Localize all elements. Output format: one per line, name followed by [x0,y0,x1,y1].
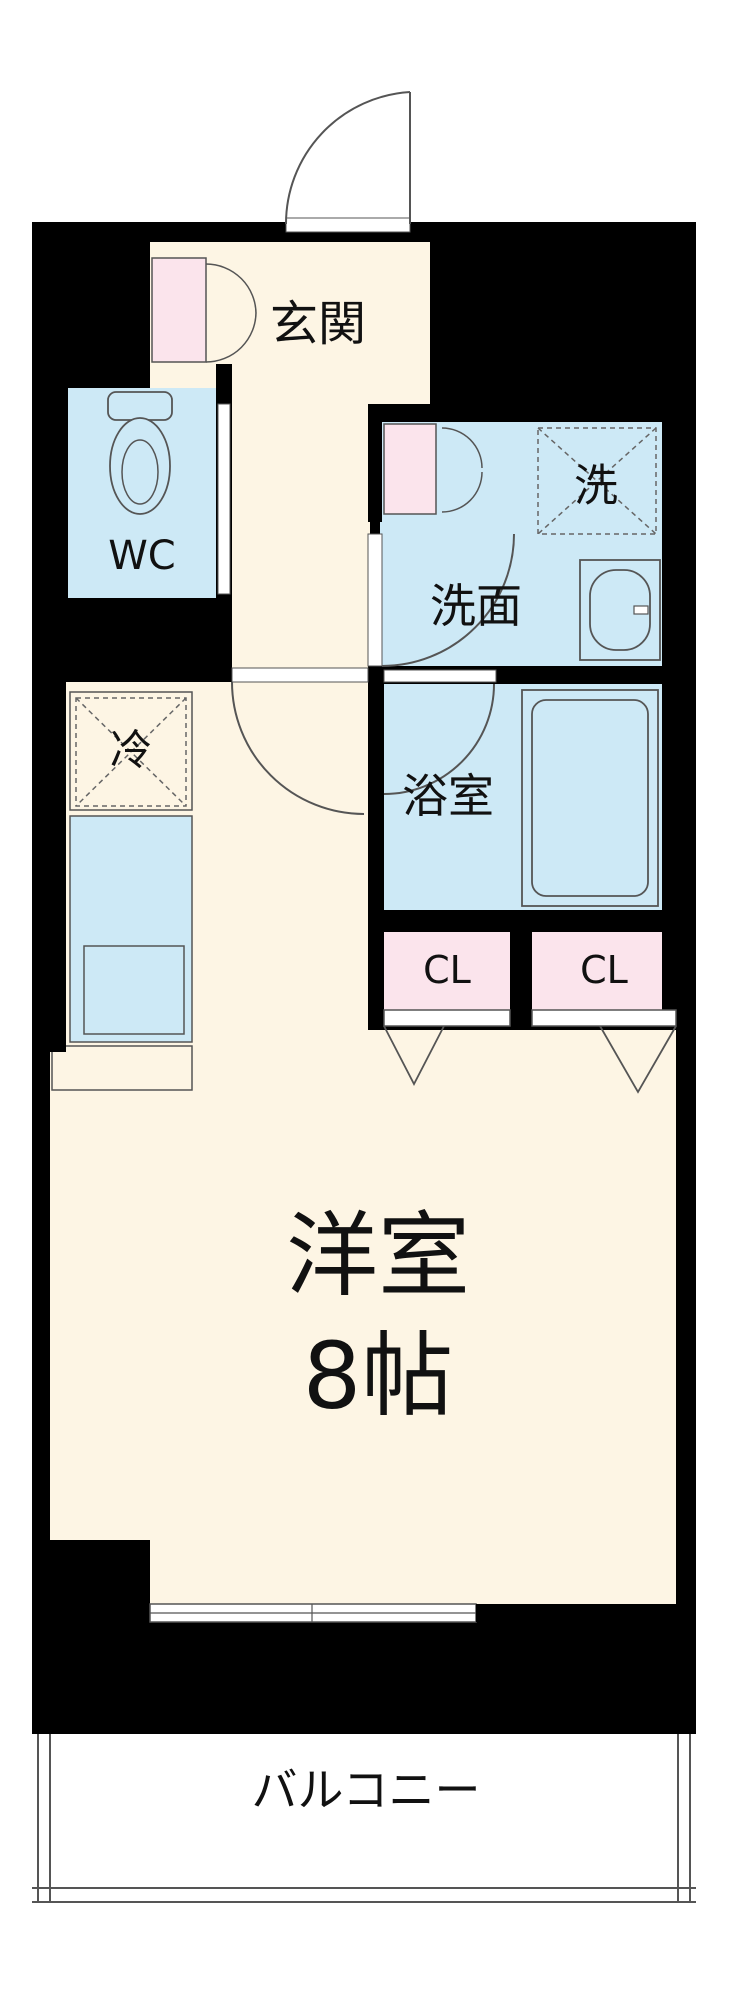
closet-1-label: CL [423,948,471,992]
wc-label: WC [108,533,175,579]
washbasin-icon [579,559,661,661]
balcony [32,1734,696,1903]
balcony-window [149,1603,644,1623]
toilet-icon [107,391,173,515]
washroom-label: 洗面 [430,579,522,633]
washroom-door-gap [367,533,383,667]
entry-door-swing [284,91,411,225]
wall-wc-bottom [50,598,232,682]
genkan-label: 玄関 [270,296,366,352]
washroom-door-swing [381,533,515,667]
wall-right-lower [676,1010,696,1734]
wall-closet-mid [510,932,532,1030]
western-room-floor [50,682,676,1604]
bathroom-label: 浴室 [402,769,494,823]
wall-bath-left [368,684,384,1030]
laundry-pan [537,427,657,535]
closet-2-label: CL [580,948,628,992]
storage-door-swing [441,427,483,513]
shoe-storage [151,257,207,363]
wall-bath-bottom [368,910,664,932]
western-room-label: 洋室 [286,1203,470,1310]
pillar-bottom-right [644,1604,696,1734]
room-door-gap [231,667,369,683]
fridge-label: 冷 [110,726,152,775]
western-room-size: 8帖 [303,1323,454,1430]
closet-1-floor [384,932,510,1010]
wc-door [217,403,231,595]
kitchen-sink [83,945,185,1035]
fridge-mark [75,697,187,807]
wall-kitchen-left [32,682,66,1052]
balcony-label: バルコニー [251,1763,480,1817]
wall-wet-left [368,404,382,522]
wall-wet-top [368,404,696,420]
bathtub-icon [521,689,659,907]
closet-doors [383,1009,677,1094]
bathroom-door-swing [383,683,495,795]
laundry-label: 洗 [574,461,618,512]
closet-2-floor [532,932,662,1010]
bathroom-door-gap [383,669,497,683]
washroom-storage [383,423,437,515]
kitchen-base [51,1045,193,1091]
room-door-swing [231,681,365,815]
wall-wet-right [664,404,696,1004]
shoe-door-swing [205,263,257,363]
pillar-bottom-left [32,1540,150,1734]
entry-door-gap [285,217,411,233]
hallway-floor [232,412,370,680]
